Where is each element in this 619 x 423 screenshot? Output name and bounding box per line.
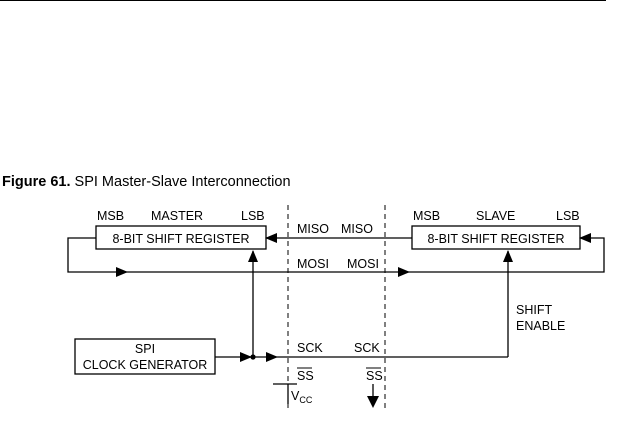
mosi-arrow-master	[116, 267, 128, 277]
shift-enable-line2: ENABLE	[516, 319, 565, 333]
spi-clock-generator	[74, 338, 216, 375]
vcc-label: VCC	[291, 389, 313, 405]
sck-arrow	[266, 352, 278, 362]
mosi-slave-label: MOSI	[347, 257, 379, 271]
figure-label: Figure 61.	[2, 174, 71, 190]
mosi-loop-line	[67, 233, 605, 273]
ss-slave-label: SS	[366, 369, 383, 383]
figure-title: SPI Master-Slave Interconnection	[74, 174, 291, 190]
mosi-arrow-slave	[398, 267, 410, 277]
mosi-master-label: MOSI	[297, 257, 329, 271]
miso-slave-label: MISO	[341, 222, 373, 236]
master-title: MASTER	[151, 209, 203, 223]
master-lsb-label: LSB	[241, 209, 265, 223]
ss-ground-arrow	[367, 396, 379, 408]
slave-register-label: 8-BIT SHIFT REGISTER	[427, 232, 564, 246]
master-msb-label: MSB	[97, 209, 124, 223]
slave-lsb-label: LSB	[556, 209, 580, 223]
figure-caption: Figure 61. SPI Master-Slave Interconnect…	[2, 174, 291, 190]
slave-title: SLAVE	[476, 209, 515, 223]
top-rule	[0, 0, 606, 1]
shift-enable-line1: SHIFT	[516, 303, 552, 317]
sck-slave-label: SCK	[354, 341, 380, 355]
clock-generator-line1: SPI	[135, 342, 155, 356]
master-register-label: 8-BIT SHIFT REGISTER	[112, 232, 249, 246]
sck-master-label: SCK	[297, 341, 323, 355]
miso-master-label: MISO	[297, 222, 329, 236]
clock-generator-line2: CLOCK GENERATOR	[83, 358, 208, 372]
ss-master-label: SS	[297, 369, 314, 383]
slave-msb-label: MSB	[413, 209, 440, 223]
